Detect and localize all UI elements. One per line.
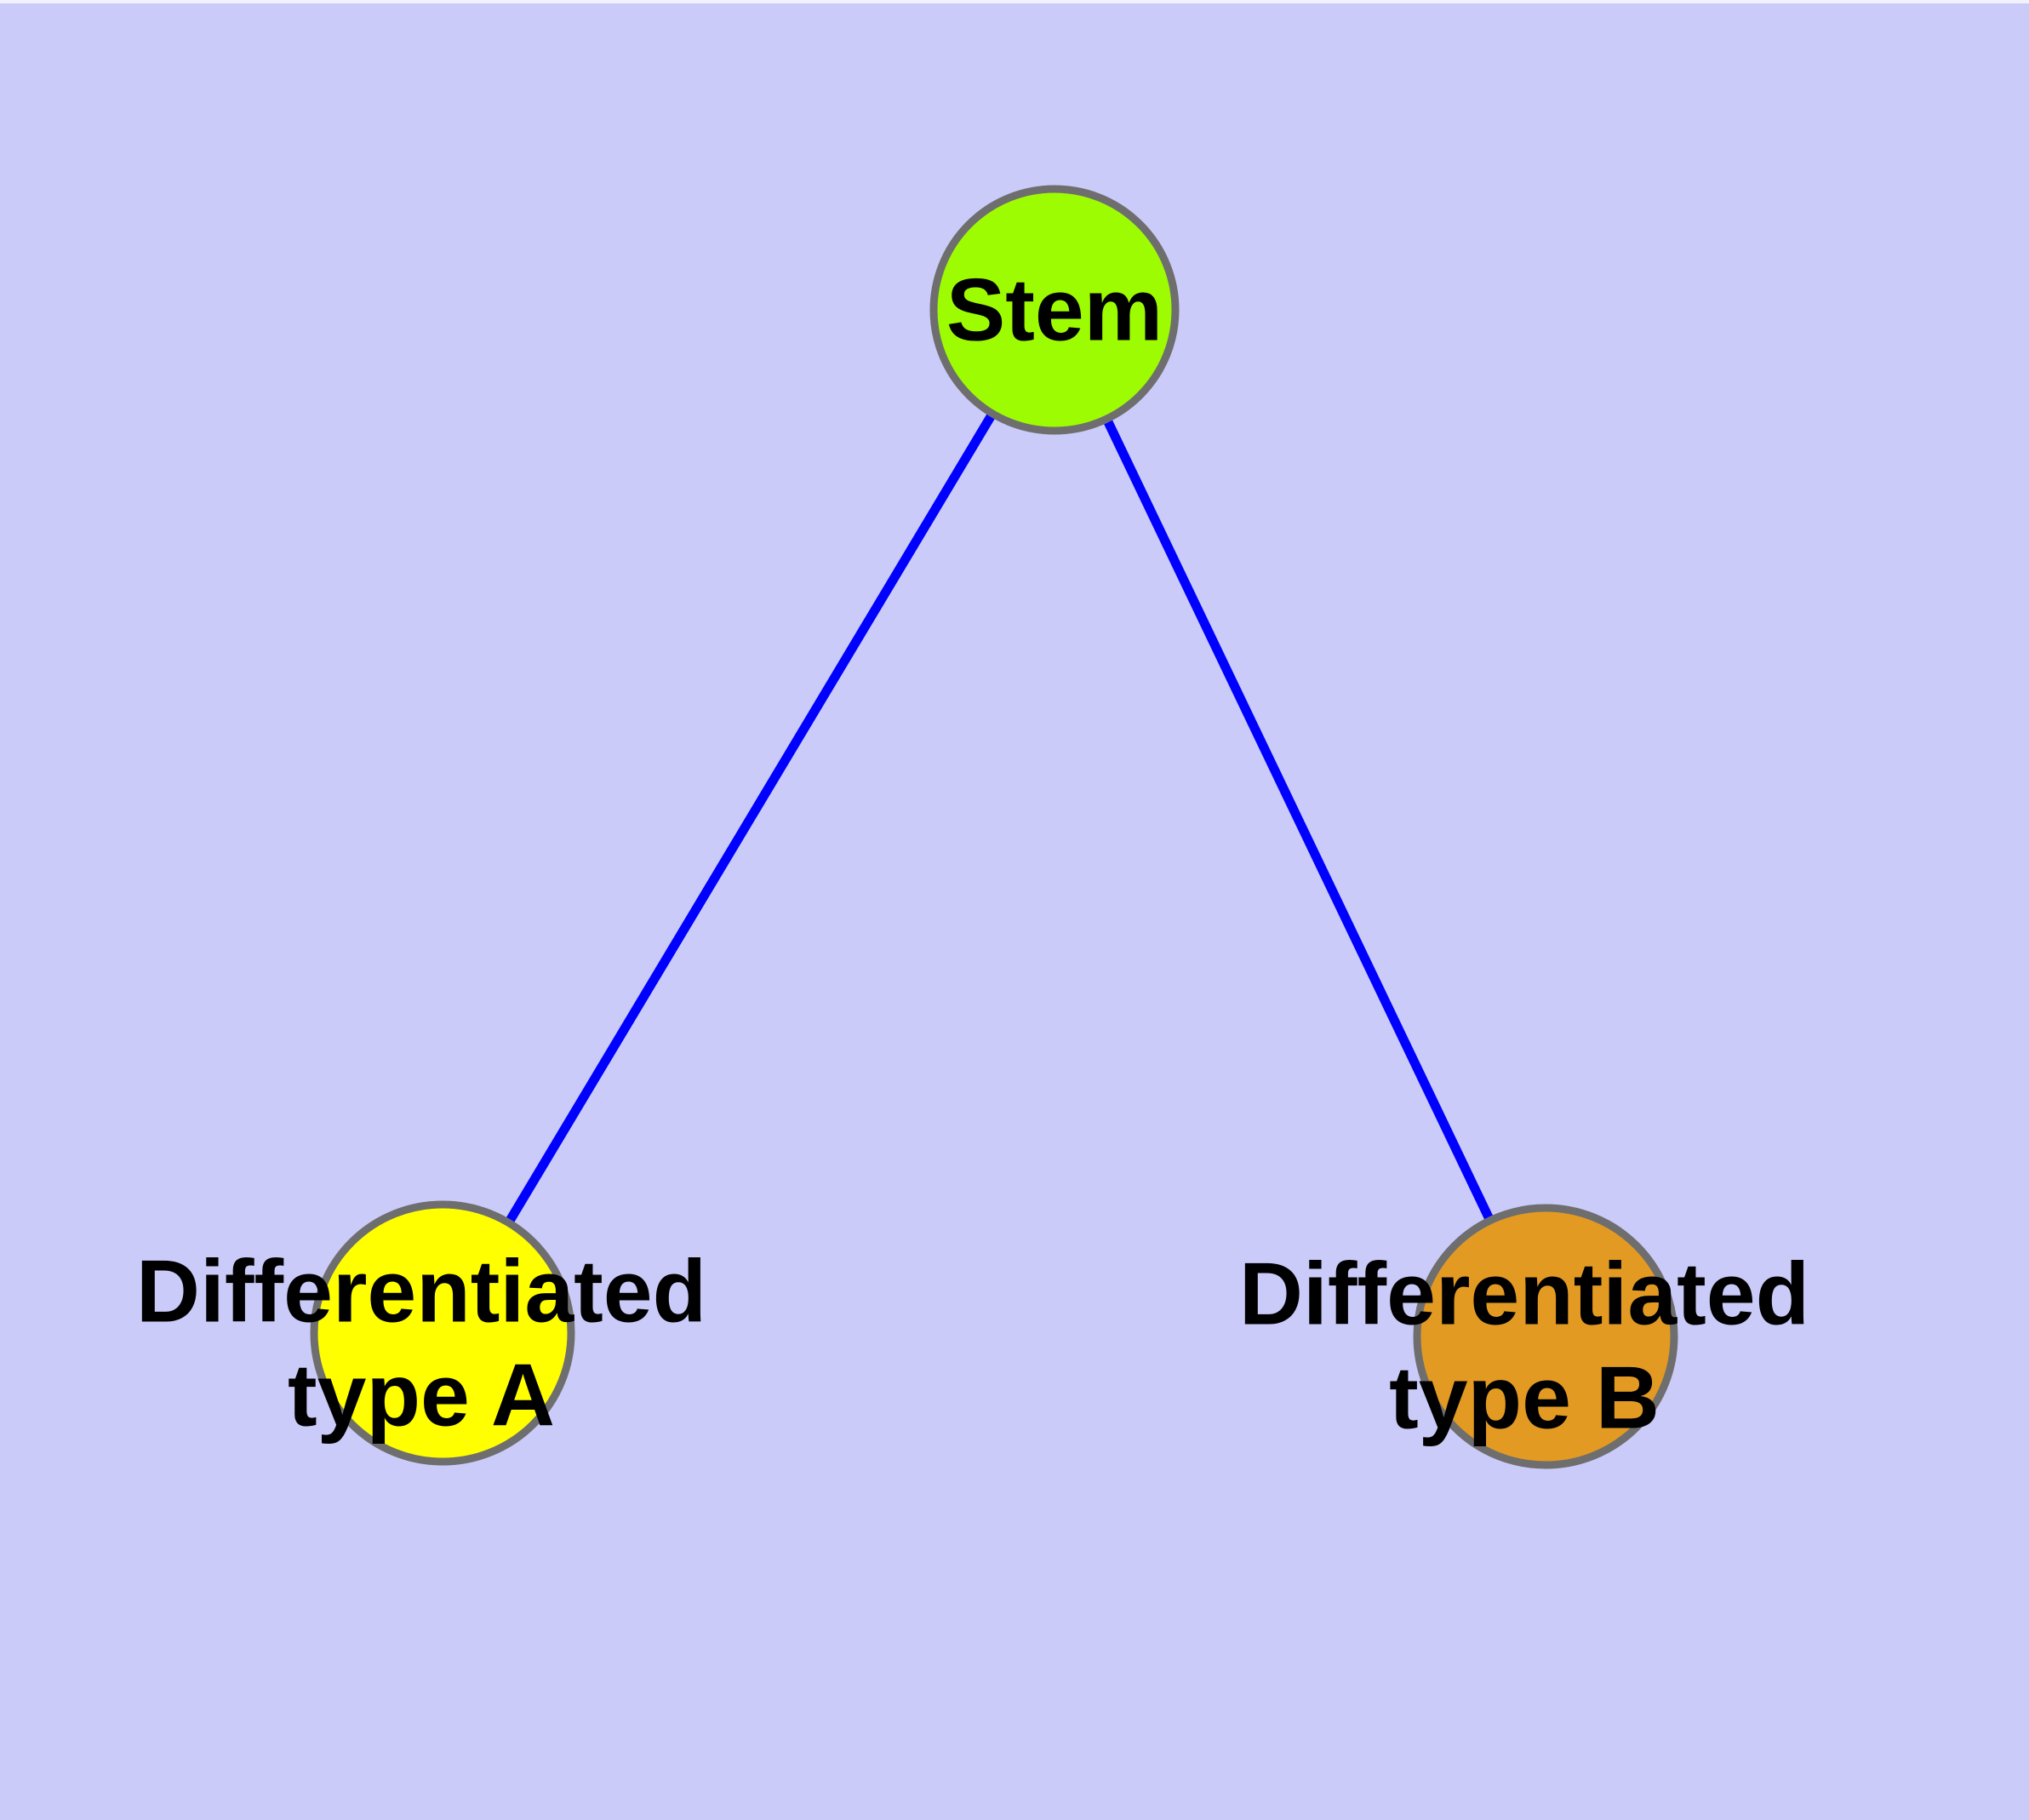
node-circle-differentiated-type-a[interactable] (310, 1200, 575, 1466)
node-stem[interactable] (929, 185, 1180, 435)
node-label-differentiated-type-a-line1: Differentiated (136, 1242, 706, 1341)
edge-stem-to-differentiated-type-b[interactable] (1050, 307, 1550, 1339)
canvas-top-border (0, 0, 2029, 3)
node-label-stem: Stem (946, 260, 1163, 359)
edge-stem-to-differentiated-type-a[interactable] (438, 307, 1059, 1336)
node-circle-differentiated-type-b[interactable] (1413, 1204, 1678, 1469)
node-label-differentiated-type-b-line1: Differentiated (1239, 1245, 1809, 1343)
node-label-differentiated-type-b-line2: type B (1389, 1348, 1660, 1447)
edge-group (438, 307, 1550, 1339)
node-circle-stem[interactable] (929, 185, 1180, 435)
node-differentiated-type-b[interactable] (1413, 1204, 1678, 1469)
node-differentiated-type-a[interactable] (310, 1200, 575, 1466)
node-label-differentiated-type-a-line2: type A (288, 1346, 555, 1445)
label-group: Stem Differentiated type A Differentiate… (136, 260, 1809, 1447)
node-group (310, 185, 1678, 1469)
